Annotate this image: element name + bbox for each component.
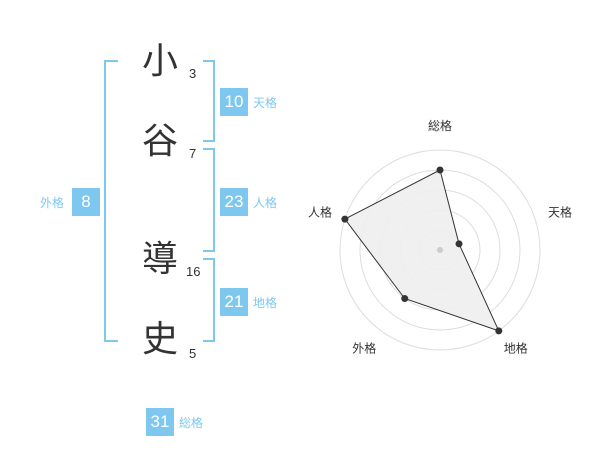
name-char-4: 史 bbox=[141, 319, 178, 360]
soukaku-value: 31 bbox=[146, 408, 174, 436]
gaikaku-value: 8 bbox=[72, 188, 100, 216]
radar-point-天格 bbox=[455, 240, 463, 248]
radar-axis-label: 人格 bbox=[308, 204, 332, 219]
jinkaku-value: 23 bbox=[220, 188, 248, 216]
stroke-count-4: 5 bbox=[189, 346, 197, 361]
radar-axis-label: 外格 bbox=[352, 341, 376, 356]
jinkaku-bracket bbox=[203, 148, 215, 252]
tenkaku-bracket bbox=[203, 60, 215, 142]
gaikaku-label: 外格 bbox=[40, 196, 65, 210]
radar-axis-label: 天格 bbox=[548, 204, 572, 219]
chikaku-label: 地格 bbox=[253, 296, 278, 310]
radar-axis-label: 地格 bbox=[504, 341, 528, 356]
tenkaku-label: 天格 bbox=[253, 96, 278, 110]
radar-center-dot bbox=[437, 247, 443, 253]
jinkaku-label: 人格 bbox=[253, 196, 278, 210]
stroke-count-1: 3 bbox=[189, 66, 197, 81]
radar-axis-label: 総格 bbox=[428, 118, 452, 133]
chikaku-value: 21 bbox=[220, 288, 248, 316]
radar-ring-5 bbox=[339, 149, 541, 351]
soukaku-label: 総格 bbox=[179, 416, 204, 430]
gaikaku-bracket bbox=[104, 60, 118, 342]
tenkaku-value: 10 bbox=[220, 88, 248, 116]
radar-point-地格 bbox=[495, 327, 503, 335]
stroke-count-3: 16 bbox=[186, 264, 201, 279]
chikaku-bracket bbox=[203, 258, 215, 342]
radar-points bbox=[341, 166, 503, 335]
name-char-2: 谷 bbox=[141, 121, 178, 162]
radar-point-外格 bbox=[401, 295, 409, 303]
radar-point-総格 bbox=[436, 166, 444, 174]
radar-data-area bbox=[344, 169, 500, 332]
radar-point-人格 bbox=[341, 215, 349, 223]
name-char-3: 導 bbox=[141, 239, 178, 280]
name-char-1: 小 bbox=[141, 41, 178, 82]
stroke-count-2: 7 bbox=[189, 146, 197, 161]
